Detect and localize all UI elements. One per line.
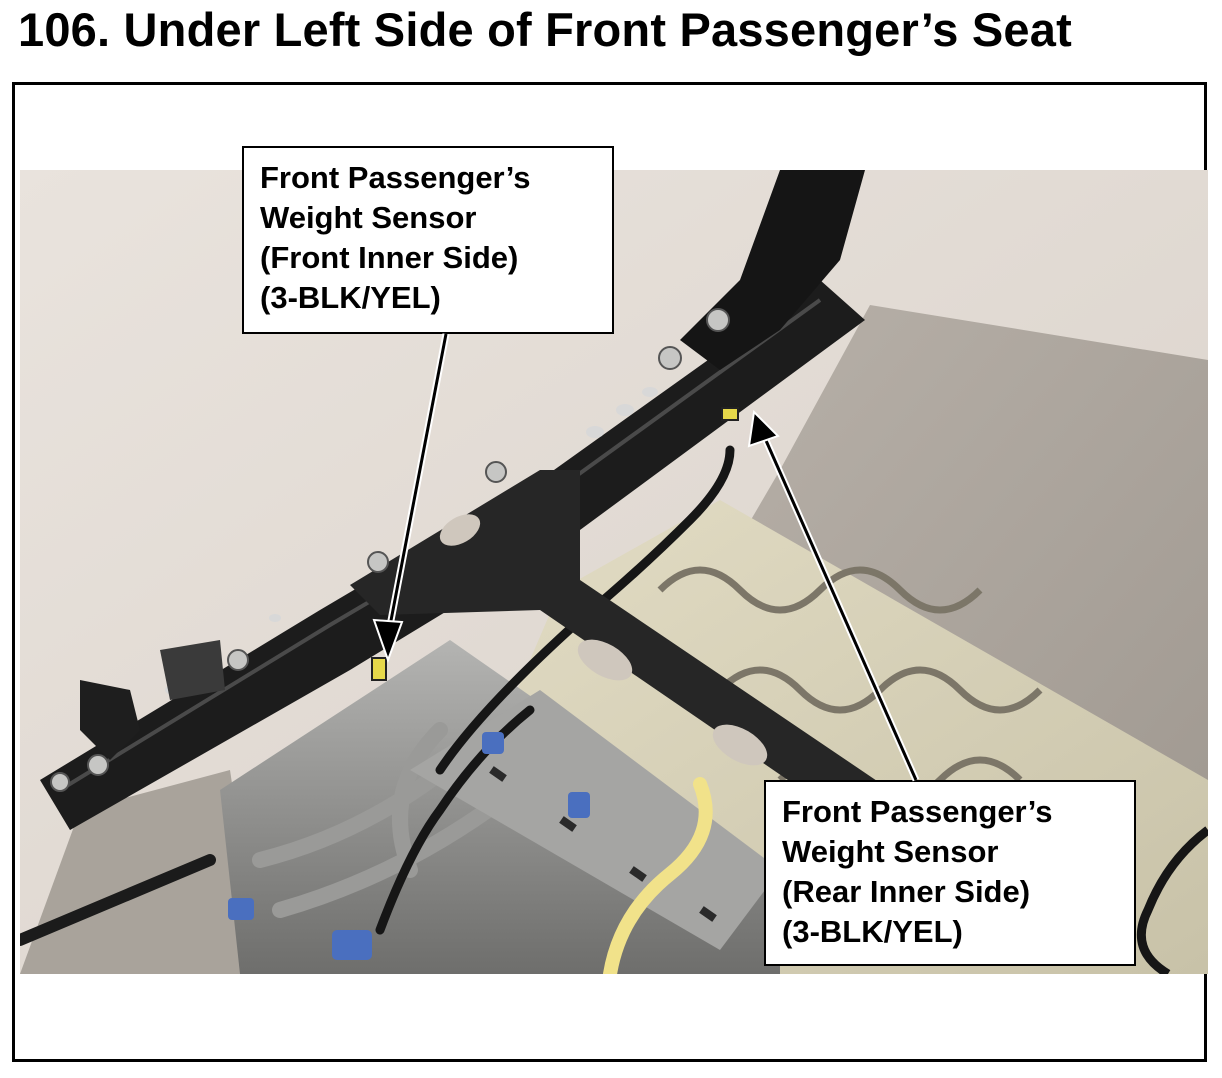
front-weight-sensor-connector	[371, 657, 387, 681]
callout-rear-inner-sensor: Front Passenger’s Weight Sensor (Rear In…	[764, 780, 1136, 966]
page-title: 106. Under Left Side of Front Passenger’…	[18, 3, 1072, 56]
rail-holes	[165, 387, 658, 694]
callout-line: (Front Inner Side)	[260, 240, 519, 275]
callout-front-inner-sensor: Front Passenger’s Weight Sensor (Front I…	[242, 146, 614, 334]
callout-line: Front Passenger’s	[782, 794, 1053, 829]
slotted-bracket	[410, 690, 780, 950]
callout-line: Weight Sensor	[782, 834, 999, 869]
callout-line: (Rear Inner Side)	[782, 874, 1031, 909]
callout-line: Weight Sensor	[260, 200, 477, 235]
bolts	[50, 308, 730, 792]
callout-line: Front Passenger’s	[260, 160, 531, 195]
callout-line: (3-BLK/YEL)	[782, 914, 963, 949]
blue-clips	[228, 732, 590, 960]
wiring-harness-right	[1136, 826, 1208, 974]
seat-latch	[80, 680, 140, 760]
frame-openings	[439, 514, 768, 766]
airbag-wire	[603, 777, 713, 974]
latch-bracket	[160, 640, 225, 700]
rear-weight-sensor-connector	[721, 407, 739, 421]
adjuster-rod	[20, 854, 216, 946]
bracket-slots	[489, 766, 717, 922]
callout-line: (3-BLK/YEL)	[260, 280, 441, 315]
